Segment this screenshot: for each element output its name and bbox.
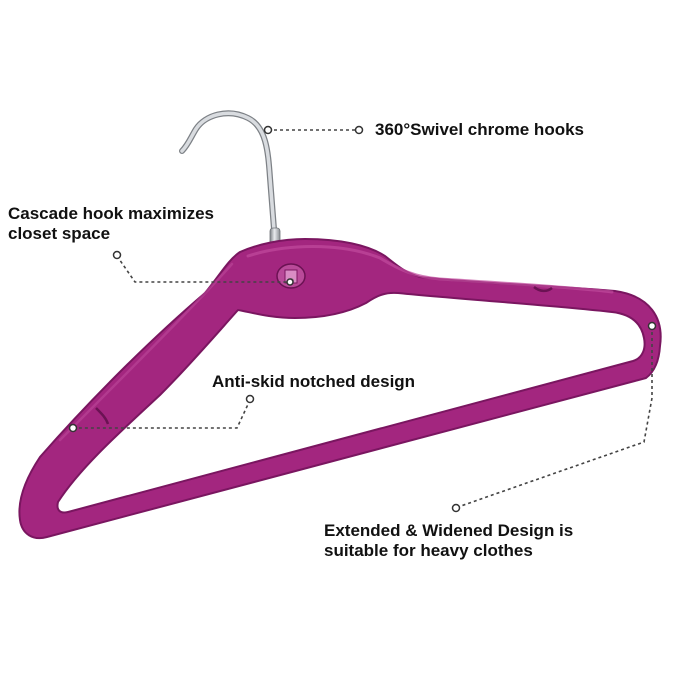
dot-extended bbox=[451, 503, 461, 513]
leader-antiskid bbox=[75, 399, 251, 429]
callout-extended-line1: Extended & Widened Design is bbox=[324, 521, 574, 540]
callout-cascade-hook: Cascade hook maximizes closet space bbox=[8, 204, 214, 244]
callout-antiskid-text: Anti-skid notched design bbox=[212, 372, 416, 391]
callout-extended-line2: suitable for heavy clothes bbox=[324, 541, 533, 560]
callout-anti-skid: Anti-skid notched design bbox=[212, 372, 415, 392]
callout-swivel-hooks: 360°Swivel chrome hooks bbox=[375, 120, 584, 140]
dot-cascade-target bbox=[286, 278, 294, 286]
leader-extended bbox=[457, 326, 653, 508]
callout-extended-design: Extended & Widened Design is suitable fo… bbox=[324, 521, 573, 561]
callout-cascade-line2: closet space bbox=[8, 224, 111, 243]
callout-dots bbox=[68, 125, 657, 513]
dot-swivel-end bbox=[354, 125, 364, 135]
dot-antiskid bbox=[245, 394, 255, 404]
leader-lines bbox=[75, 129, 653, 508]
dot-swivel-start bbox=[263, 125, 273, 135]
dot-antiskid-target bbox=[68, 423, 78, 433]
leader-cascade bbox=[116, 255, 290, 283]
callout-swivel-text: 360°Swivel chrome hooks bbox=[375, 120, 584, 139]
callout-cascade-line1: Cascade hook maximizes bbox=[8, 204, 214, 223]
dot-cascade bbox=[112, 250, 122, 260]
dot-extended-top bbox=[647, 321, 657, 331]
